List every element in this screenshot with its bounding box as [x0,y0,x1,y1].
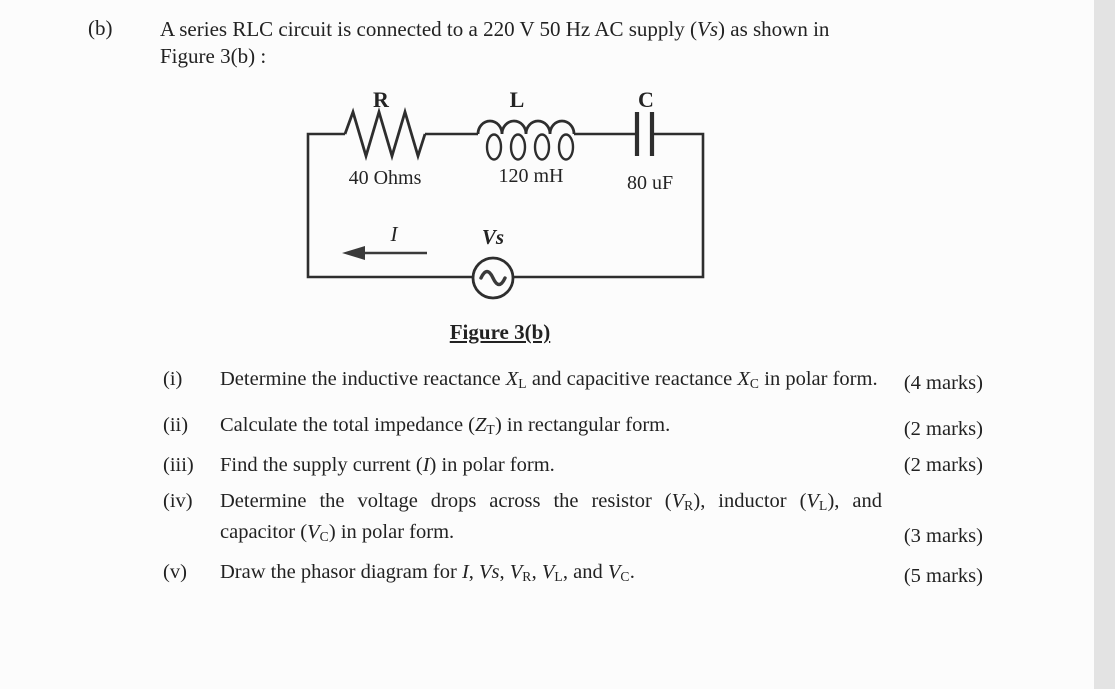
question-marks: (2 marks) [903,453,983,476]
question-item-ii: (ii) Calculate the total impedance (ZT) … [163,412,983,443]
question-text: Calculate the total impedance (ZT) in re… [220,413,671,437]
component-label-r: R [373,87,390,112]
resistor-symbol [343,107,427,161]
circuit-diagram: R L C 40 Ohms 120 mH 80 uF I Vs [306,87,705,300]
resistor-value: 40 Ohms [349,167,422,189]
question-text: Find the supply current (I) in polar for… [220,453,555,476]
source-label: Vs [482,225,504,249]
part-label: (b) [88,16,113,40]
question-marks: (4 marks) [903,371,983,394]
question-marks: (3 marks) [903,524,983,547]
inductor-value: 120 mH [499,165,564,187]
component-label-c: C [638,87,654,112]
question-marks: (5 marks) [903,564,983,587]
capacitor-symbol [634,112,655,156]
circuit-wire [306,132,473,279]
inductor-loop [533,133,551,161]
question-text: Draw the phasor diagram for I, Vs, VR, V… [220,560,635,584]
scan-edge-strip [1094,0,1115,689]
question-item-v: (v) Draw the phasor diagram for I, Vs, V… [163,559,983,590]
question-text: Determine the inductive reactance XL and… [220,368,878,391]
current-arrowhead [342,246,365,260]
sine-wave-icon [479,269,507,287]
question-number: (ii) [163,413,189,436]
question-intro: A series RLC circuit is connected to a 2… [160,17,830,68]
question-number: (i) [163,368,183,390]
question-item-i: (i) Determine the inductive reactance XL… [163,366,983,397]
capacitor-value: 80 uF [627,172,673,194]
circuit-wire [513,132,705,279]
question-number: (iv) [163,489,193,512]
question-marks: (2 marks) [903,417,983,440]
figure-caption: Figure 3(b) [290,320,710,345]
inductor-loop [485,133,503,161]
current-label: I [390,222,399,246]
figure-caption-text: Figure 3(b) [449,320,551,344]
question-item-iii: (iii) Find the supply current (I) in pol… [163,452,983,479]
component-label-l: L [510,87,525,112]
question-list: (i) Determine the inductive reactance XL… [163,366,983,599]
inductor-loop [557,133,575,161]
inductor-symbol [476,119,576,135]
question-item-iv: (iv) Determine the voltage drops across … [163,488,983,550]
question-text: Determine the voltage drops across the r… [220,489,882,544]
question-number: (v) [163,560,187,583]
question-number: (iii) [163,453,194,476]
inductor-loop [509,133,527,161]
